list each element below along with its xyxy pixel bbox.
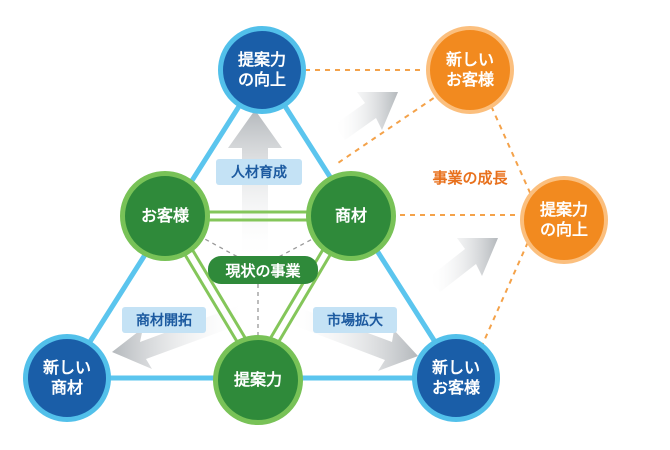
node-right-green: 商材	[306, 171, 396, 261]
growth-arrow-upper	[334, 92, 398, 140]
growth-arrow-lower	[428, 238, 498, 292]
label-up-arrow: 人材育成	[216, 159, 302, 185]
left-arrow	[112, 305, 247, 369]
node-left-green: お客様	[120, 171, 210, 261]
node-bottom-right-blue: 新しい お客様	[412, 334, 500, 422]
node-top-orange: 新しい お客様	[426, 26, 514, 114]
label-left-arrow: 商材開拓	[122, 307, 206, 333]
label-growth: 事業の成長	[432, 168, 508, 187]
node-top-blue: 提案力 の向上	[218, 26, 306, 114]
label-center: 現状の事業	[208, 256, 318, 284]
node-bottom-green: 提案力	[213, 335, 303, 425]
label-right-arrow: 市場拡大	[313, 307, 397, 333]
up-arrow	[228, 110, 282, 262]
node-right-orange: 提案力 の向上	[520, 176, 608, 264]
node-bottom-left-blue: 新しい 商材	[23, 334, 111, 422]
